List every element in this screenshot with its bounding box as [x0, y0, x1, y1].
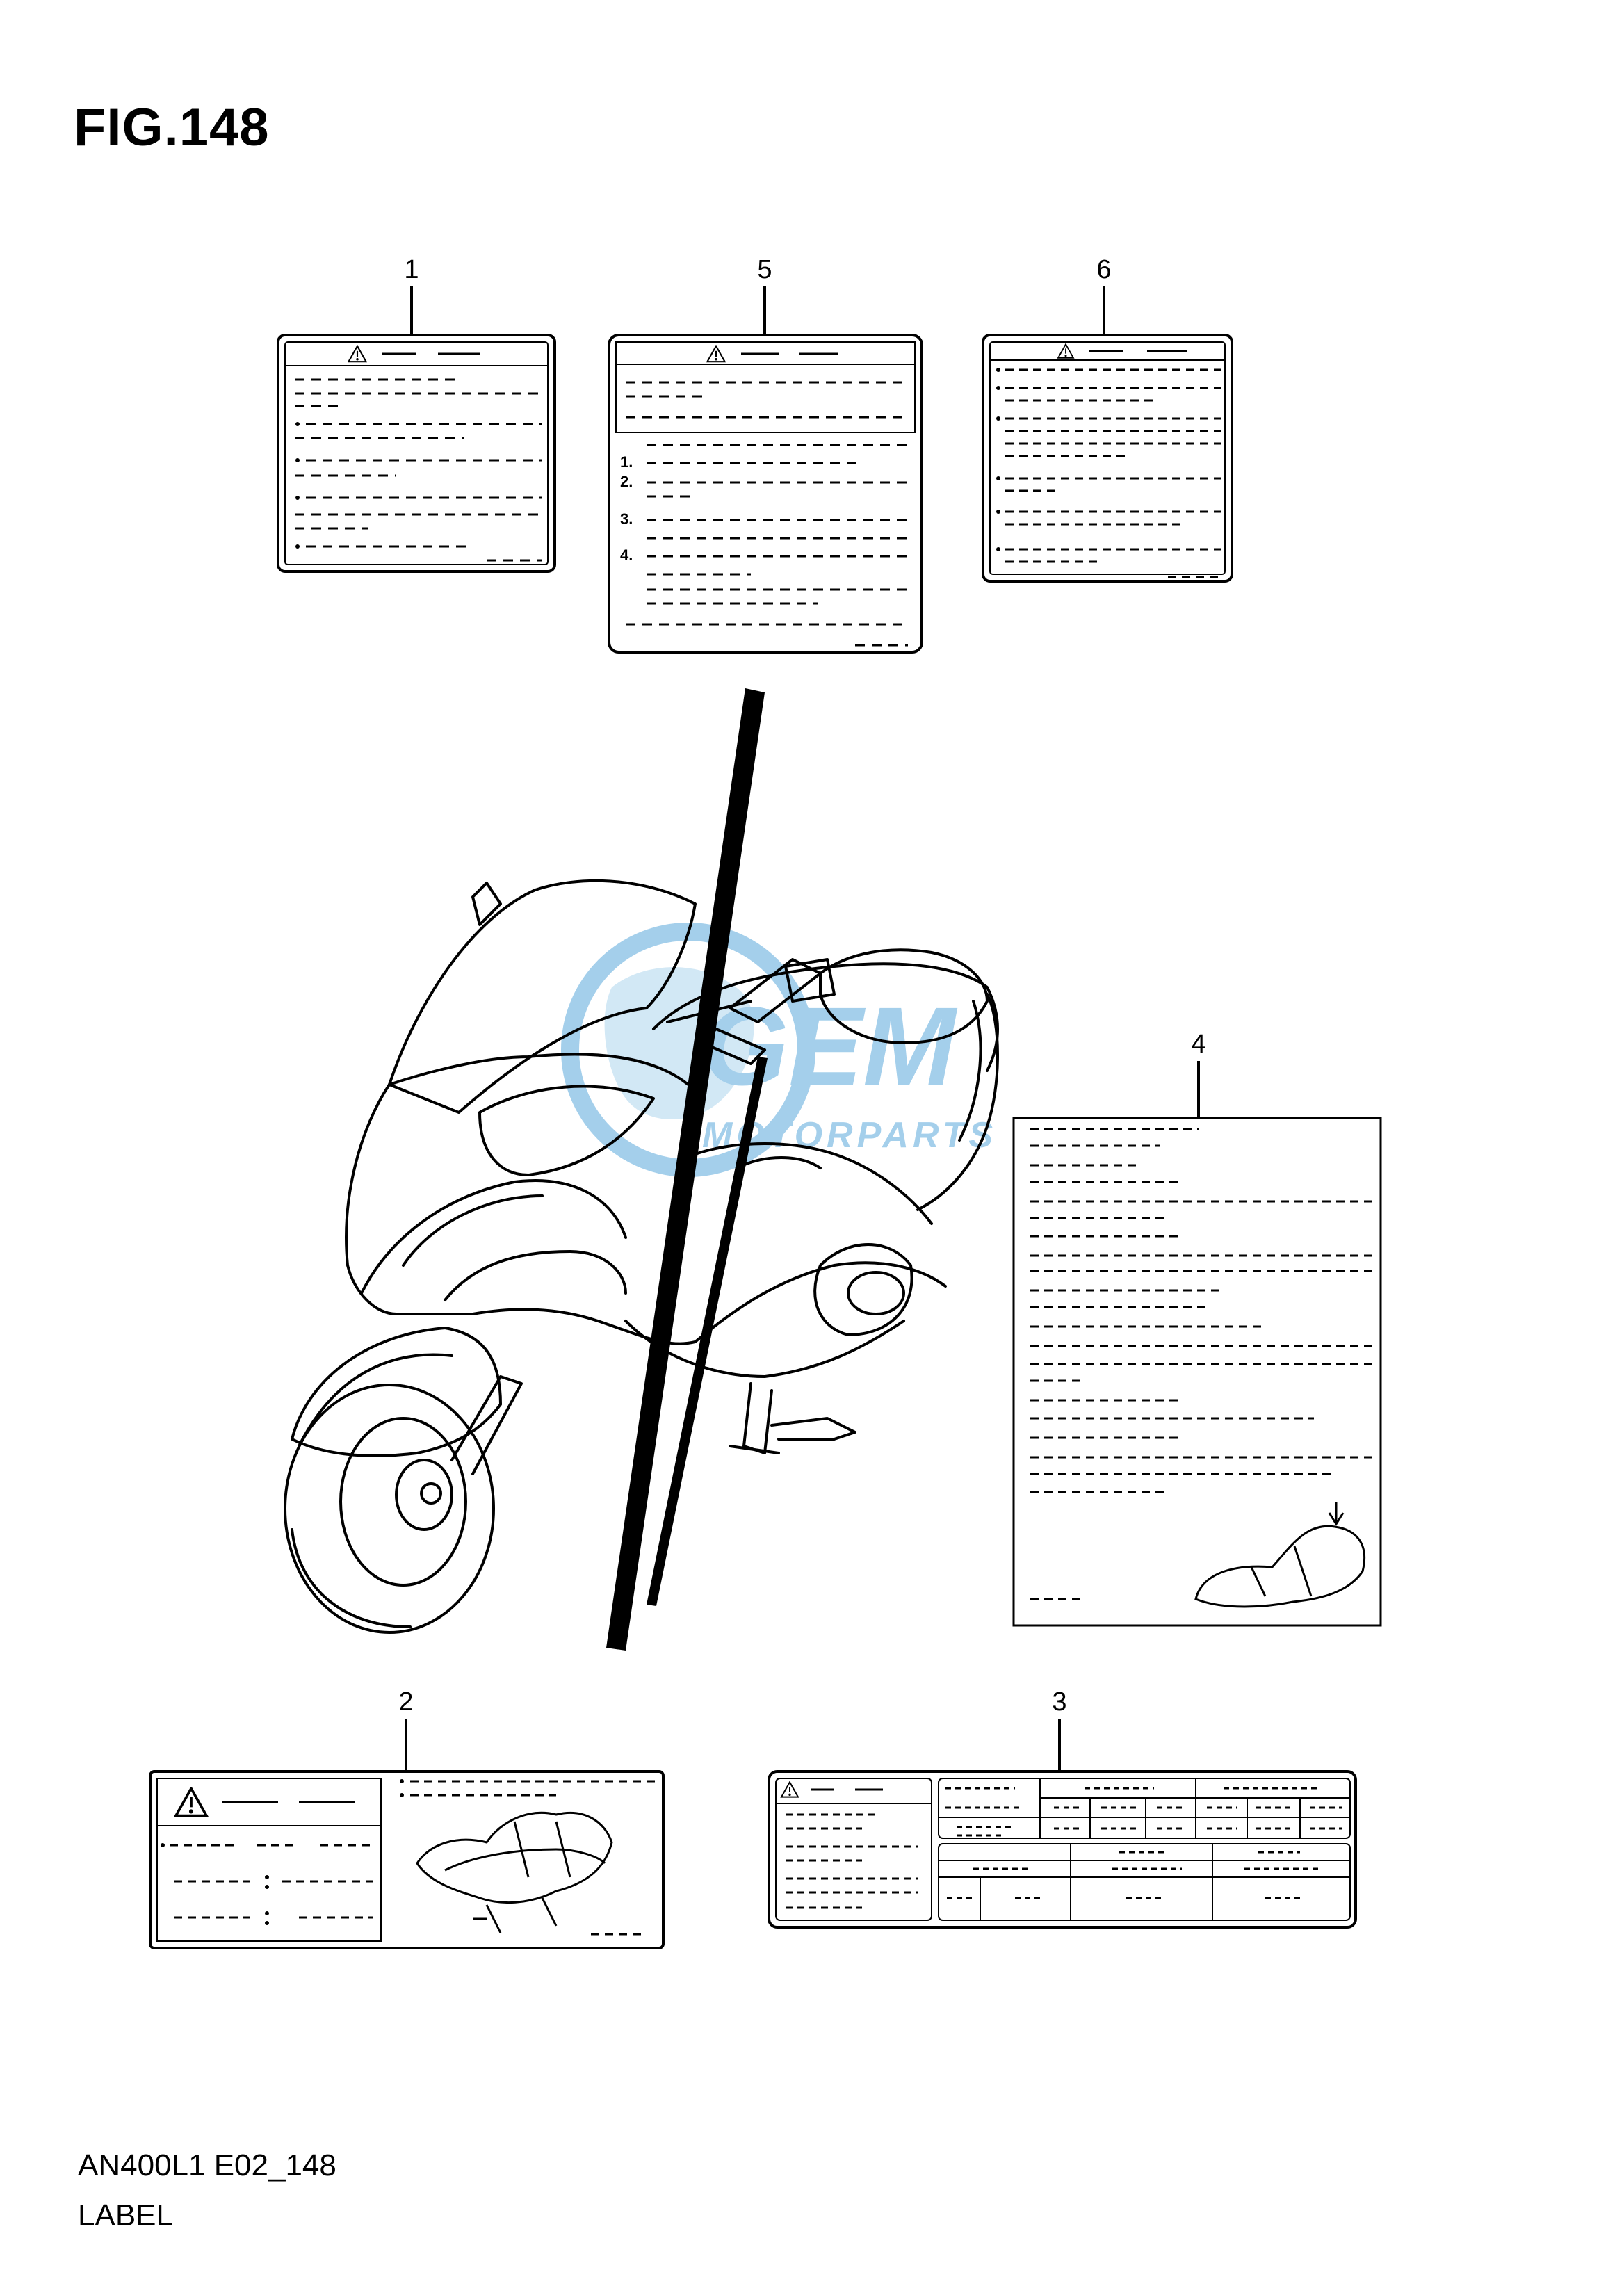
- callout-2: 2: [398, 1687, 413, 1717]
- windscreen: [388, 879, 697, 1114]
- warning-icon: [174, 1787, 208, 1817]
- warning-icon: [1057, 343, 1074, 359]
- callout-3: 3: [1052, 1687, 1066, 1717]
- label-4: [1012, 1117, 1382, 1627]
- step-4: 4.: [620, 546, 633, 564]
- scooter-illustration: [284, 879, 999, 1634]
- callout-1: 1: [404, 255, 419, 284]
- callout-6: 6: [1096, 255, 1111, 284]
- seat-pictogram: [1194, 1502, 1366, 1608]
- pointer-lines: [606, 688, 768, 1651]
- step-1: 1.: [620, 453, 633, 471]
- pointer-line-top: [606, 688, 765, 1651]
- pointer-line-lower: [647, 1057, 768, 1606]
- leader-lines: [405, 286, 1200, 1771]
- seat: [819, 948, 989, 1044]
- callout-numbers: 1 5 6 4 2 3: [398, 255, 1205, 1717]
- warning-icon: [780, 1781, 799, 1798]
- label-6: [982, 334, 1233, 583]
- warning-icon: [348, 345, 367, 363]
- scooter-pictogram: [416, 1811, 613, 1933]
- warning-icon: [706, 345, 726, 363]
- label-3: [768, 1770, 1357, 1929]
- label-2: [149, 1770, 665, 1949]
- label-5: 1. 2. 3. 4.: [608, 334, 923, 654]
- callout-4: 4: [1191, 1030, 1205, 1059]
- front-wheel: [284, 1384, 495, 1634]
- watermark-brand: GEM: [702, 984, 958, 1108]
- step-3: 3.: [620, 510, 633, 528]
- figure-title: FIG.148: [74, 98, 270, 157]
- diagram-caption: LABEL: [78, 2198, 173, 2232]
- callout-5: 5: [757, 255, 772, 284]
- model-code: AN400L1 E02_148: [78, 2148, 336, 2182]
- label-1: [277, 334, 556, 573]
- step-2: 2.: [620, 473, 633, 490]
